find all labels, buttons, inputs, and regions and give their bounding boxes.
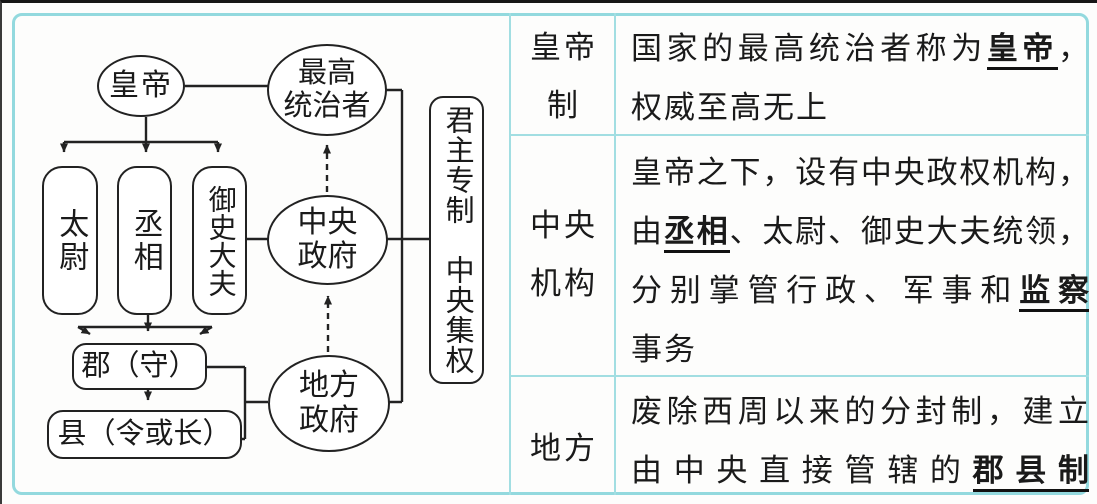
row-content-line: 废除西周以来的分封制，建立 bbox=[631, 382, 1089, 441]
node-taiwei-label: 太尉 bbox=[54, 207, 88, 274]
row-content-line: 事务 bbox=[631, 320, 1089, 379]
table-row-content-local: 废除西周以来的分封制，建立由中央直接管辖的郡县制 bbox=[631, 382, 1090, 500]
content-text: 由 bbox=[631, 214, 664, 249]
row-label-line: 地方 bbox=[530, 430, 598, 466]
node-label-line: 最高 bbox=[297, 56, 356, 89]
node-label-line: 政府 bbox=[297, 240, 358, 273]
node-commandery: 郡（守） bbox=[72, 343, 207, 390]
node-label-line: 统治者 bbox=[283, 90, 371, 122]
emphasized-term: 监察 bbox=[1019, 273, 1090, 312]
grid-row-divider-2 bbox=[510, 375, 1089, 377]
node-label-line: 地方 bbox=[299, 369, 359, 402]
node-county: 县（令或长） bbox=[47, 410, 242, 459]
grid-row-divider-1 bbox=[510, 134, 1089, 136]
grid-divider-diagram-table bbox=[509, 13, 511, 495]
row-content-line: 国家的最高统治者称为皇帝， bbox=[631, 19, 1089, 78]
row-label-line: 机构 bbox=[530, 266, 598, 301]
content-text: 事务 bbox=[631, 332, 697, 367]
node-central-government: 中央政府 bbox=[267, 195, 388, 285]
content-text: ， bbox=[1058, 31, 1090, 66]
node-label-line: 政府 bbox=[299, 403, 359, 437]
emphasized-term: 丞相 bbox=[663, 214, 730, 253]
row-label-line: 制 bbox=[547, 87, 581, 123]
node-local-government: 地方政府 bbox=[268, 355, 390, 452]
node-yushidafu: 御史大夫 bbox=[192, 166, 247, 315]
node-system-label: 君主专制 中央集权 bbox=[441, 105, 474, 375]
table-row-label-central-organs: 中央机构 bbox=[511, 135, 614, 375]
node-yushidafu-label: 御史大夫 bbox=[204, 184, 236, 297]
node-label-line: 中央 bbox=[297, 205, 358, 239]
content-text: 废除西周以来的分封制，建立 bbox=[631, 394, 1089, 429]
node-chengxiang-label: 丞相 bbox=[128, 207, 162, 274]
content-text: 分别掌管行政、军事和 bbox=[631, 273, 1020, 308]
node-chengxiang: 丞相 bbox=[117, 166, 172, 315]
content-text: 皇帝之下，设有中央政权机构， bbox=[631, 155, 1089, 190]
outer-frame bbox=[12, 13, 1089, 495]
node-central-government-label: 中央政府 bbox=[298, 206, 358, 275]
node-local-government-label: 地方政府 bbox=[299, 369, 359, 438]
node-emperor: 皇帝 bbox=[97, 55, 185, 117]
table-row-content-emperor-system: 国家的最高统治者称为皇帝， 权威至高无上 bbox=[631, 19, 1089, 137]
node-commandery-label: 郡（守） bbox=[81, 349, 198, 382]
node-system: 君主专制 中央集权 bbox=[429, 96, 484, 384]
row-content-line: 由丞相、太尉、御史大夫统领， bbox=[631, 202, 1089, 261]
grid-divider-label-content bbox=[614, 13, 616, 495]
row-content-line: 权威至高无上 bbox=[631, 78, 1089, 137]
row-content-line: 分别掌管行政、军事和监察 bbox=[631, 261, 1090, 320]
table-row-label-local: 地方 bbox=[511, 376, 614, 495]
diagram-connectors bbox=[60, 84, 429, 441]
node-county-label: 县（令或长） bbox=[57, 417, 232, 450]
node-supreme-ruler-label: 最高统治者 bbox=[283, 57, 370, 124]
content-text: 国家的最高统治者称为 bbox=[631, 31, 987, 66]
row-label-line: 中央 bbox=[530, 208, 598, 243]
node-supreme-ruler: 最高统治者 bbox=[267, 44, 387, 136]
row-content-line: 由中央直接管辖的郡县制 bbox=[631, 441, 1090, 500]
table-row-label-emperor-system: 皇帝制 bbox=[511, 13, 614, 134]
emphasized-term: 郡县制 bbox=[972, 453, 1090, 492]
node-taiwei: 太尉 bbox=[42, 166, 98, 315]
row-content-line: 皇帝之下，设有中央政权机构， bbox=[631, 143, 1089, 202]
table-row-content-central-organs: 皇帝之下，设有中央政权机构，由丞相、太尉、御史大夫统领，分别掌管行政、军事和监察… bbox=[631, 143, 1089, 379]
emphasized-term: 皇帝 bbox=[986, 31, 1059, 70]
node-emperor-label: 皇帝 bbox=[109, 68, 173, 102]
content-text: 由中央直接管辖的 bbox=[631, 453, 973, 488]
content-text: 权威至高无上 bbox=[631, 90, 829, 125]
row-label-line: 皇帝 bbox=[530, 29, 598, 65]
content-text: 、太尉、御史大夫统领， bbox=[729, 214, 1090, 249]
